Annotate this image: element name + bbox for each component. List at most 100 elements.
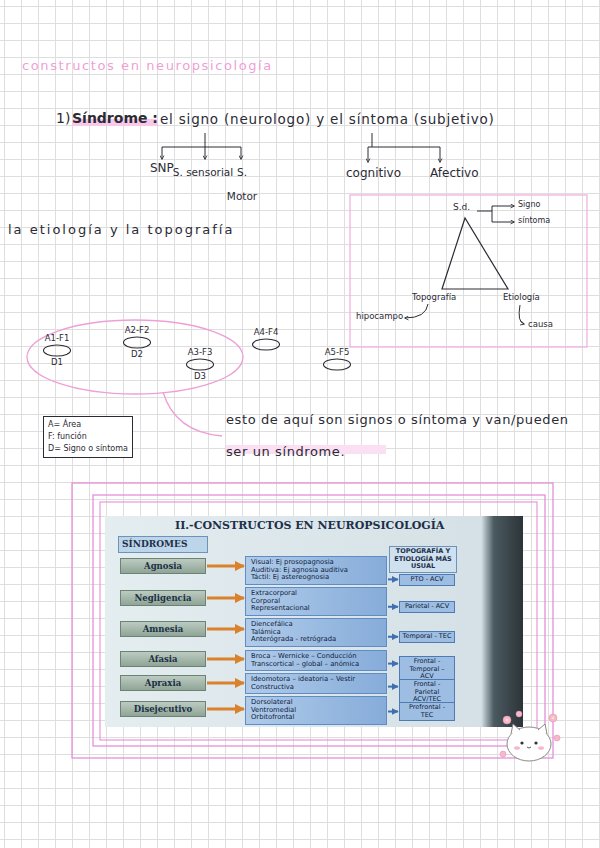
subtype-line: Dorsolateral (251, 699, 381, 707)
syndrome-box: Apraxia (120, 675, 206, 691)
note-text: síntoma (518, 216, 550, 225)
ellipse-shape (187, 359, 214, 370)
subtype-panel: DiencefálicaTalámicaAnterógrada - retróg… (245, 618, 387, 647)
box-text: Temporal - TEC (402, 633, 452, 641)
flow-arrow (207, 708, 244, 711)
syndrome-box: Negligencia (120, 590, 206, 606)
box-text: Frontal - Parietal ACV/TEC (402, 681, 452, 704)
sign-label: D3 (194, 371, 206, 382)
flow-arrow (388, 606, 398, 608)
sign-label: D2 (131, 349, 143, 360)
flow-arrow (207, 682, 244, 685)
note-text: el signo (neurologo) y el síntoma (subje… (160, 111, 495, 127)
subtype-line: Talámica (251, 629, 381, 637)
subtype-line: Constructiva (251, 684, 381, 692)
box-text: Agnosia (123, 561, 203, 571)
syndrome-box: Agnosia (120, 558, 206, 574)
subtype-line: Representacional (251, 605, 381, 613)
subtype-line: Ventromedial (251, 707, 381, 715)
key-line: D= Signo o síntoma (48, 443, 128, 455)
ellipse-outline (42, 344, 72, 357)
note-text: S. sensorial (172, 160, 234, 184)
area-function: A5-F5 (325, 347, 350, 358)
slide-photo: II.-CONSTRUCTOS EN NEUROPSICOLOGÍA SÍNDRO… (105, 516, 523, 727)
box-text: SÍNDROMES (122, 539, 204, 550)
note-text: SNP (150, 161, 174, 175)
area-function: A4-F4 (254, 327, 279, 338)
topography-box: Prefrontal - TEC (399, 702, 455, 721)
topography-box: PTO - ACV (399, 574, 455, 586)
syndrome-box: Disejecutivo (120, 701, 206, 717)
note-text: Etiología (503, 292, 540, 302)
sign-ellipse: A5-F5 (322, 347, 352, 371)
flow-arrow (388, 578, 398, 580)
flow-arrow (207, 628, 244, 631)
sign-ellipse: A4-F4 (251, 327, 281, 351)
note-text: S. Motor (222, 160, 262, 208)
box-text: Amnesia (123, 624, 203, 634)
ellipse-outline (185, 358, 215, 371)
flow-arrow (388, 636, 398, 638)
box-text: Disejecutivo (123, 704, 203, 714)
note-text: Síndrome : (72, 110, 158, 126)
note-text: cognitivo (346, 166, 401, 180)
flow-arrow (388, 711, 398, 713)
note-text: Signo (518, 200, 540, 209)
page-title: constructos en neuropsicología (22, 58, 273, 73)
flow-arrow (207, 658, 244, 661)
subtype-panel: Visual: Ej prosopagnosiaAuditiva: Ej agn… (245, 556, 387, 585)
note-text: la etiología y la topografía (8, 222, 234, 237)
subtype-panel: Ideomotora – ideatoria – VestirConstruct… (245, 673, 387, 694)
note-text: S.d. (453, 202, 470, 212)
box-text: Parietal - ACV (402, 603, 452, 611)
subtype-panel: DorsolateralVentromedialOrbitofrontal (245, 696, 387, 725)
subtype-line: Orbitofrontal (251, 714, 381, 722)
note-text: hipocampo (356, 311, 403, 321)
subtype-panel: Broca – Wernicke – ConducciónTranscortic… (245, 650, 387, 671)
topography-box: Temporal - TEC (399, 631, 455, 643)
flow-arrow (207, 597, 244, 600)
flow-arrow (388, 663, 398, 665)
ellipse-outline (122, 336, 152, 349)
note-text: Afectivo (430, 166, 478, 180)
syndrome-box: Afasia (120, 651, 206, 667)
note-text: 1) (56, 110, 70, 126)
header-box: SÍNDROMES (118, 536, 208, 553)
subtype-line: Anterógrada - retrógrada (251, 636, 381, 644)
subtype-line: Broca – Wernicke – Conducción (251, 653, 381, 661)
header-box: TOPOGRAFÍA Y ETIOLOGÍA MÁS USUAL (389, 546, 457, 573)
box-text: Frontal - Temporal – ACV (402, 658, 452, 681)
sign-ellipse: A3-F3D3 (185, 347, 215, 382)
subtype-panel: ExtracorporalCorporalRepresentacional (245, 587, 387, 616)
subtype-line: Ideomotora – ideatoria – Vestir (251, 676, 381, 684)
subtype-line: Diencefálica (251, 621, 381, 629)
area-function: A1-F1 (45, 333, 70, 344)
key-box: A= ÁreaF: funciónD= Signo o síntoma (43, 416, 133, 458)
box-text: Negligencia (123, 593, 203, 603)
area-function: A3-F3 (188, 347, 213, 358)
box-text: Apraxia (123, 678, 203, 688)
sign-ellipse: A1-F1D1 (42, 333, 72, 368)
box-text: PTO - ACV (402, 576, 452, 584)
topography-box: Parietal - ACV (399, 601, 455, 613)
note-text: Topografía (412, 292, 456, 302)
flow-arrow (207, 565, 244, 568)
subtype-line: Auditiva: Ej agnosia auditiva (251, 567, 381, 575)
note-text: esto de aquí son signos o síntoma y van/… (226, 404, 594, 468)
ellipse-shape (253, 339, 280, 350)
key-line: A= Área (48, 419, 128, 431)
note-text: causa (528, 319, 553, 329)
slide-title: II.-CONSTRUCTOS EN NEUROPSICOLOGÍA (105, 516, 523, 532)
ellipse-shape (124, 337, 151, 348)
sign-label: D1 (51, 357, 63, 368)
subtype-line: Extracorporal (251, 590, 381, 598)
sign-ellipse: A2-F2D2 (122, 325, 152, 360)
subtype-line: Transcortical – global – anómica (251, 661, 381, 669)
ellipse-outline (251, 338, 281, 351)
cat-sticker (495, 708, 565, 768)
ellipse-outline (322, 358, 352, 371)
box-text: Prefrontal - TEC (402, 704, 452, 719)
subtype-line: Corporal (251, 598, 381, 606)
syndrome-box: Amnesia (120, 621, 206, 637)
